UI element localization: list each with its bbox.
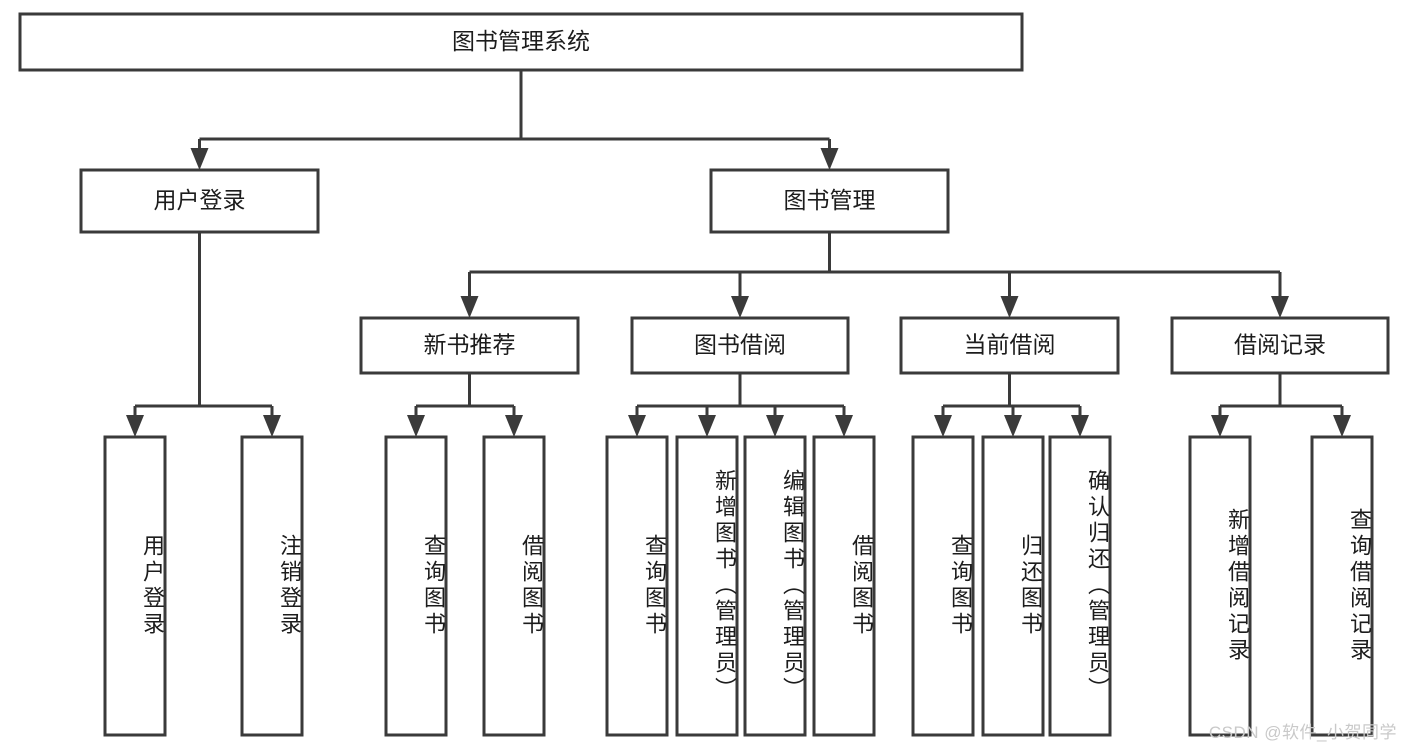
node-rect — [79, 168, 320, 234]
node-rect — [630, 316, 850, 375]
arrow-head-icon-level3-2-children-0 — [934, 415, 952, 437]
leaf-node-3[interactable] — [482, 435, 546, 737]
arrow-head-icon-level3-1-children-0 — [628, 415, 646, 437]
node-rect — [482, 435, 546, 737]
arrow-head-icon-level3-2-children-2 — [1071, 415, 1089, 437]
arrow-head-icon-level3-1 — [731, 296, 749, 318]
level2-node-label-0: 用户登录 — [154, 187, 246, 213]
arrow-head-icon-level3-1-children-2 — [766, 415, 784, 437]
level3-node-label-1: 图书借阅 — [694, 332, 786, 358]
box-layer — [18, 12, 1390, 737]
arrow-head-icon-level3-0-children-0 — [407, 415, 425, 437]
root-node[interactable] — [18, 12, 1024, 72]
arrow-head-icon-level3-2-children-1 — [1004, 415, 1022, 437]
arrow-head-icon-level3-2 — [1000, 296, 1019, 318]
arrow-head-icon-level3-3 — [1271, 296, 1289, 318]
node-rect — [911, 435, 975, 737]
leaf-node-10[interactable] — [1048, 435, 1112, 737]
node-rect — [675, 435, 739, 737]
level3-node-label-0: 新书推荐 — [424, 332, 516, 358]
level3-node-1[interactable] — [630, 316, 850, 375]
node-rect — [103, 435, 167, 737]
level3-node-label-3: 借阅记录 — [1234, 332, 1326, 358]
level3-node-3[interactable] — [1170, 316, 1390, 375]
root-node-label: 图书管理系统 — [452, 28, 590, 54]
watermark: CSDN @软件_小贺同学 — [1208, 723, 1397, 742]
connector-layer — [126, 70, 1351, 437]
node-rect — [1310, 435, 1374, 737]
level3-node-label-2: 当前借阅 — [964, 332, 1056, 358]
arrow-head-icon-level3-3-children-1 — [1333, 415, 1351, 437]
arrow-head-icon-level3-3-children-0 — [1211, 415, 1229, 437]
level2-node-1[interactable] — [709, 168, 950, 234]
node-rect — [1170, 316, 1390, 375]
node-rect — [899, 316, 1120, 375]
leaf-node-11[interactable] — [1188, 435, 1252, 737]
arrow-head-icon-login-children-0 — [126, 415, 144, 437]
node-rect — [709, 168, 950, 234]
node-rect — [605, 435, 669, 737]
node-rect — [981, 435, 1045, 737]
leaf-node-4[interactable] — [605, 435, 669, 737]
leaf-node-12[interactable] — [1310, 435, 1374, 737]
level2-node-label-1: 图书管理 — [784, 187, 876, 213]
node-rect — [384, 435, 448, 737]
level3-node-0[interactable] — [359, 316, 580, 375]
node-rect — [1188, 435, 1252, 737]
arrow-head-icon-level2-1 — [820, 148, 839, 170]
leaf-node-2[interactable] — [384, 435, 448, 737]
leaf-node-5[interactable] — [675, 435, 739, 737]
leaf-node-9[interactable] — [981, 435, 1045, 737]
node-rect — [240, 435, 304, 737]
node-rect — [812, 435, 876, 737]
leaf-node-6[interactable] — [743, 435, 807, 737]
leaf-node-8[interactable] — [911, 435, 975, 737]
node-rect — [743, 435, 807, 737]
level2-node-0[interactable] — [79, 168, 320, 234]
node-rect — [359, 316, 580, 375]
node-rect — [18, 12, 1024, 72]
leaf-node-0[interactable] — [103, 435, 167, 737]
arrow-head-icon-level2-0 — [190, 148, 209, 170]
arrow-head-icon-level3-0-children-1 — [505, 415, 523, 437]
level3-node-2[interactable] — [899, 316, 1120, 375]
arrow-head-icon-level3-1-children-3 — [835, 415, 853, 437]
node-rect — [1048, 435, 1112, 737]
leaf-node-1[interactable] — [240, 435, 304, 737]
arrow-head-icon-login-children-1 — [263, 415, 281, 437]
arrow-head-icon-level3-1-children-1 — [698, 415, 716, 437]
leaf-node-7[interactable] — [812, 435, 876, 737]
arrow-head-icon-level3-0 — [460, 296, 479, 318]
